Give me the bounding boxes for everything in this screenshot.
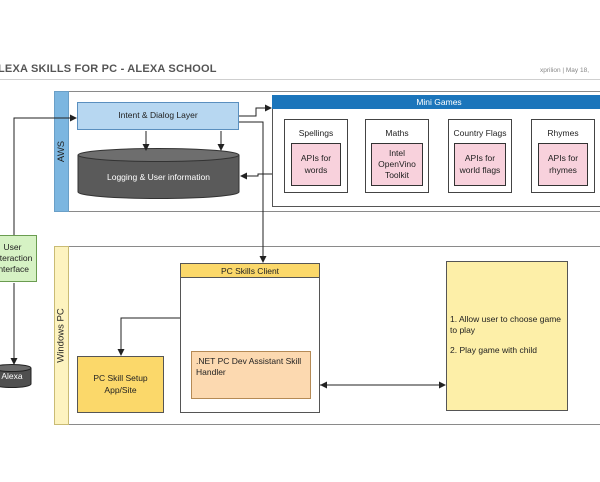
pc-skill-setup-label: PC Skill Setup App/Site	[93, 373, 148, 395]
intent-dialog-layer: Intent & Dialog Layer	[77, 102, 239, 130]
page-meta: xprilion | May 18,	[540, 67, 590, 74]
intent-to-client-line	[239, 121, 267, 263]
intent-dialog-label: Intent & Dialog Layer	[118, 110, 198, 121]
windows-lane-label: Windows PC	[54, 246, 69, 425]
game-flow-note: 1. Allow user to choose game to play 2. …	[446, 261, 568, 411]
game-name: Spellings	[298, 128, 334, 139]
alexa-label: Alexa	[1, 370, 23, 381]
mini-games-header: Mini Games	[272, 95, 600, 109]
minigames-to-db-line	[240, 172, 272, 180]
intent-to-minigames-line	[239, 104, 272, 117]
game-api-box: APIs for words	[291, 143, 341, 186]
pc-skills-client-title: PC Skills Client	[220, 265, 280, 276]
logging-label: Logging & User information	[106, 172, 210, 183]
note-step-2: 2. Play game with child	[450, 344, 537, 355]
page-title: LEXA SKILLS FOR PC - ALEXA SCHOOL	[0, 63, 217, 75]
game-api-box: Intel OpenVino Toolkit	[371, 143, 423, 186]
pc-skills-client-header: PC Skills Client	[180, 263, 320, 278]
header-divider	[0, 79, 600, 80]
game-api-box: APIs for rhymes	[538, 143, 588, 186]
logging-database: Logging & User information	[77, 160, 240, 196]
alexa-device: Alexa	[0, 369, 32, 384]
game-name: Country Flags	[453, 128, 507, 139]
logging-database-icon	[77, 148, 240, 199]
note-step-1: 1. Allow user to choose game to play	[450, 314, 562, 336]
skill-handler-box: .NET PC Dev Assistant Skill Handler	[191, 351, 311, 399]
mini-games-title: Mini Games	[416, 97, 462, 107]
aws-lane-label: AWS	[54, 91, 69, 212]
pc-skill-setup-box: PC Skill Setup App/Site	[77, 356, 164, 413]
user-interface-label: User Interaction Interface	[0, 241, 33, 275]
client-to-setup-line	[117, 317, 180, 356]
game-name: Maths	[385, 128, 409, 139]
game-name: Rhymes	[547, 128, 579, 139]
skill-handler-label: .NET PC Dev Assistant Skill Handler	[196, 356, 302, 378]
ui-to-intent-line	[13, 114, 77, 235]
game-api-box: APIs for world flags	[454, 143, 506, 186]
user-interaction-interface: User Interaction Interface	[0, 235, 37, 282]
